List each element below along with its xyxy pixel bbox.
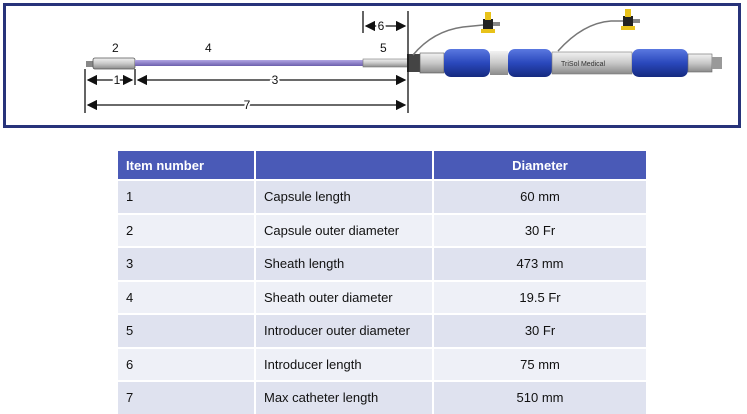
table-row: 7 Max catheter length 510 mm [118,380,646,414]
cell-description: Capsule outer diameter [255,212,434,247]
flush-line-1 [412,24,484,56]
handle-grip-3 [632,49,688,77]
label-1: 1 [114,73,121,87]
label-2: 2 [112,41,119,55]
cell-description: Sheath outer diameter [255,279,434,314]
hub-collar [407,54,421,72]
header-diameter: Diameter [433,151,646,180]
label-5: 5 [380,41,387,55]
hub-body [419,52,445,74]
handle-cap [712,57,722,69]
cell-value: 75 mm [433,346,646,381]
capsule-tip [86,61,94,67]
catheter-diagram-frame: TriSol Medical [3,3,741,128]
handle-grip-2 [508,49,552,77]
cell-item: 1 [118,179,256,214]
cell-value: 60 mm [433,179,646,214]
cell-item: 3 [118,246,256,281]
capsule [92,57,136,70]
catheter-device: TriSol Medical [86,9,722,77]
handle-grip-1 [444,49,490,77]
cell-description: Sheath length [255,246,434,281]
table-row: 3 Sheath length 473 mm [118,246,646,281]
specification-table: Item number Diameter 1 Capsule length 60… [118,151,646,414]
cell-description: Capsule length [255,179,434,214]
header-item-number: Item number [118,151,256,180]
cell-value: 30 Fr [433,212,646,247]
cell-item: 2 [118,212,256,247]
cell-value: 473 mm [433,246,646,281]
cell-description: Max catheter length [255,380,434,414]
table-row: 1 Capsule length 60 mm [118,179,646,214]
table-row: 2 Capsule outer diameter 30 Fr [118,212,646,247]
cell-value: 510 mm [433,380,646,414]
cell-item: 6 [118,346,256,381]
table-row: 6 Introducer length 75 mm [118,346,646,381]
label-4: 4 [205,41,212,55]
table-row: 5 Introducer outer diameter 30 Fr [118,313,646,348]
header-description [255,151,434,180]
flush-line-2 [557,20,623,52]
stopcock-2-icon [621,9,640,30]
cell-value: 30 Fr [433,313,646,348]
catheter-diagram: TriSol Medical [84,9,722,114]
introducer [362,58,409,68]
cell-item: 5 [118,313,256,348]
handle-end [687,53,713,73]
label-7: 7 [244,98,251,112]
brand-label: TriSol Medical [561,61,606,68]
table-row: 4 Sheath outer diameter 19.5 Fr [118,279,646,314]
dimension-lines [84,11,409,113]
stopcock-1-icon [481,12,500,33]
cell-description: Introducer outer diameter [255,313,434,348]
label-3: 3 [272,73,279,87]
table-header-row: Item number Diameter [118,151,646,180]
cell-value: 19.5 Fr [433,279,646,314]
handle-label-1 [490,51,508,75]
cell-item: 4 [118,279,256,314]
label-6: 6 [378,19,385,33]
cell-description: Introducer length [255,346,434,381]
cell-item: 7 [118,380,256,414]
sheath [135,60,363,66]
